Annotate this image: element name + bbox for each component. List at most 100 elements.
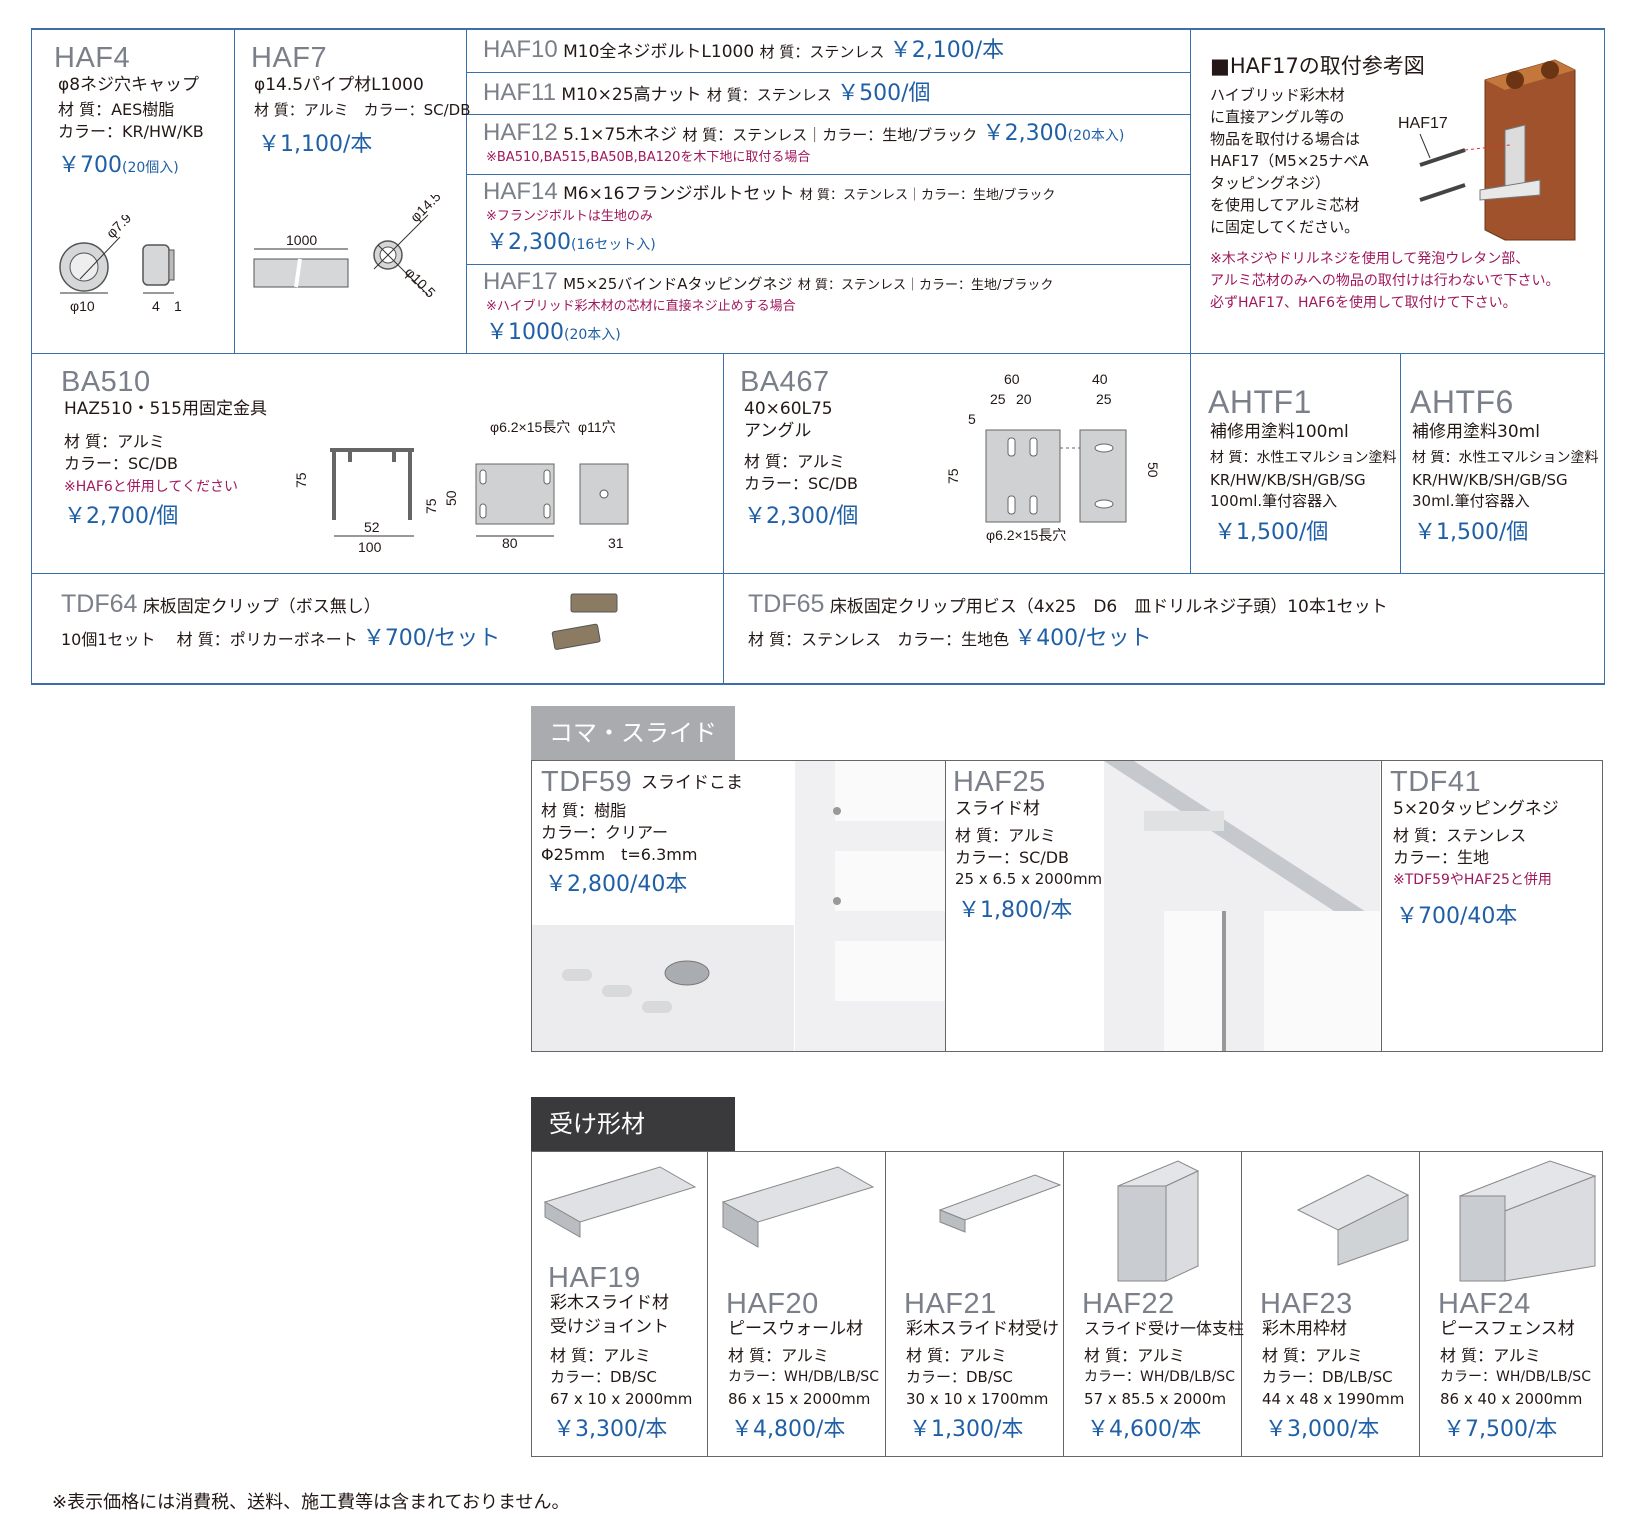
product-code: HAF21 [904,1288,997,1320]
haf22-photo [1117,1160,1200,1282]
product-color: カラー：KR/HW/KB [58,122,204,141]
dim-label: 31 [608,535,624,551]
product-price: ￥2,300/個 [744,504,859,529]
dim-label: φ11穴 [578,420,616,435]
product-material: 材 質：ステンレス [1393,826,1527,845]
haf17-label: HAF17 [1398,115,1448,132]
product-name: 5×20タッピングネジ [1393,799,1559,819]
product-spec: 材 質：ステンレス｜カラー：生地/ブラック [682,126,978,144]
product-material: 材 質：アルミ [955,826,1056,845]
product-material: 材 質：アルミ [906,1346,1007,1365]
dim-label: 75 [945,468,961,484]
section-tab: 受け形材 [531,1097,735,1151]
product-code: HAF25 [953,766,1046,798]
product-code: TDF65 [748,590,825,618]
product-code: HAF19 [548,1262,641,1294]
product-name2: 受けジョイント [550,1317,669,1337]
product-price: ￥2,800/40本 [545,872,688,897]
product-price: ￥1,500/個 [1414,520,1529,545]
product-code: HAF10 [483,36,558,63]
haf7-drawing: 1000 φ14.5 φ10.5 [253,195,444,301]
product-price: ￥3,300/本 [553,1417,668,1442]
product-code: BA467 [740,366,830,398]
product-price: ￥700/セット [362,626,501,651]
dim-label: φ7.9 [103,215,135,241]
haf17-mounting-illustration: HAF17 [1398,59,1576,241]
product-size: 44 x 48 x 1990mm [1262,1390,1405,1408]
product-price: ￥400/セット [1014,626,1152,651]
product-price: ￥3,000/本 [1265,1417,1380,1442]
product-code: HAF24 [1438,1288,1531,1320]
product-price: ￥1,500/個 [1214,520,1329,545]
section-tab: コマ・スライド [531,706,735,760]
product-code: HAF23 [1260,1288,1353,1320]
dim-label: 80 [502,535,518,551]
product-spec: 材 質：アルミ カラー：SC/DB [254,101,471,119]
product-price: ￥700/40本 [1396,904,1518,929]
product-code: HAF12 [483,119,558,146]
product-name: φ14.5パイプ材L1000 [254,75,424,95]
product-code: HAF22 [1082,1288,1175,1320]
dim-label: 4 [152,298,160,314]
product-note: ※HAF6と併用してください [64,479,238,495]
product-price: ￥7,500/本 [1443,1417,1558,1442]
dim-label: 25 [1096,391,1112,407]
product-code: HAF20 [726,1288,819,1320]
product-colors: KR/HW/KB/SH/GB/SG [1412,471,1568,489]
product-spec: 材 質：ステンレス｜カラー：生地/ブラック [797,278,1054,293]
product-name: 彩木用枠材 [1262,1319,1347,1339]
haf24-photo [1458,1160,1597,1282]
product-name: スライドこま [641,773,743,793]
reference-notes: ※木ネジやドリルネジを使用して発泡ウレタン部、アルミ芯材のみへの物品の取付けは行… [1210,251,1560,311]
product-price: ￥2,100/本 [889,38,1005,63]
dim-label: φ6.2×15長穴 [986,527,1066,543]
product-code: AHTF6 [1410,384,1514,420]
product-price: ￥1,300/本 [909,1417,1024,1442]
dim-label: 60 [1004,371,1020,387]
product-price: ￥4,800/本 [731,1417,846,1442]
product-size: 86 x 40 x 2000mm [1440,1390,1583,1408]
product-name: 床板固定クリップ用ビス（4x25 D6 皿ドリルネジ子頭）10本1セット [829,597,1388,617]
product-name: 補修用塗料100ml [1210,422,1349,442]
product-name: 床板固定クリップ（ボス無し） [142,597,381,617]
product-subname: アングル [744,421,812,441]
product-price: ￥2,300(20本入) [982,121,1125,146]
product-colors: KR/HW/KB/SH/GB/SG [1210,471,1366,489]
product-name: スライド受け一体支柱 [1084,1319,1245,1338]
product-material: 材 質：アルミ [1440,1346,1541,1365]
product-code: BA510 [61,366,151,398]
dim-label: 5 [968,411,976,427]
product-note: ※ハイブリッド彩木材の芯材に直接ネジ止めする場合 [486,299,796,314]
product-material: 材 質：樹脂 [541,801,627,820]
product-price: ￥1,100/本 [258,132,373,157]
product-price: ￥1,800/本 [958,898,1073,923]
product-code: HAF17 [483,268,558,295]
product-material: 材 質：水性エマルション塗料 [1210,450,1397,466]
dim-label: 50 [1145,462,1161,478]
dim-label: 52 [364,519,380,535]
product-price: ￥500/個 [837,81,931,106]
product-name: 5.1×75木ネジ [563,125,678,145]
dim-label: 1000 [286,232,317,248]
product-color: カラー：DB/LB/SC [1262,1368,1393,1386]
product-name: 彩木スライド材 [550,1293,669,1313]
product-name: スライド材 [955,799,1040,819]
dim-label: 25 [990,391,1006,407]
haf20-photo [721,1166,875,1248]
product-color: カラー：SC/DB [955,848,1070,867]
product-color: カラー：SC/DB [744,474,859,493]
dim-label: 75 [423,498,439,514]
product-name: 補修用塗料30ml [1412,422,1540,442]
product-material: 材 質：アルミ [744,452,845,471]
product-name: 彩木スライド材受け [906,1319,1059,1339]
product-note: ※BA510,BA515,BA50B,BA120を木下地に取付る場合 [486,150,811,165]
dim-label: φ10.5 [402,264,439,301]
product-size: 86 x 15 x 2000mm [728,1390,871,1408]
product-material: 材 質：アルミ [64,432,165,451]
product-size: 57 x 85.5 x 2000m [1084,1390,1227,1408]
product-color: カラー：クリアー [541,823,669,842]
haf23-photo [1296,1174,1410,1266]
product-spec: 材 質：ステンレス [759,43,885,61]
reference-title: ■HAF17の取付参考図 [1210,54,1425,78]
